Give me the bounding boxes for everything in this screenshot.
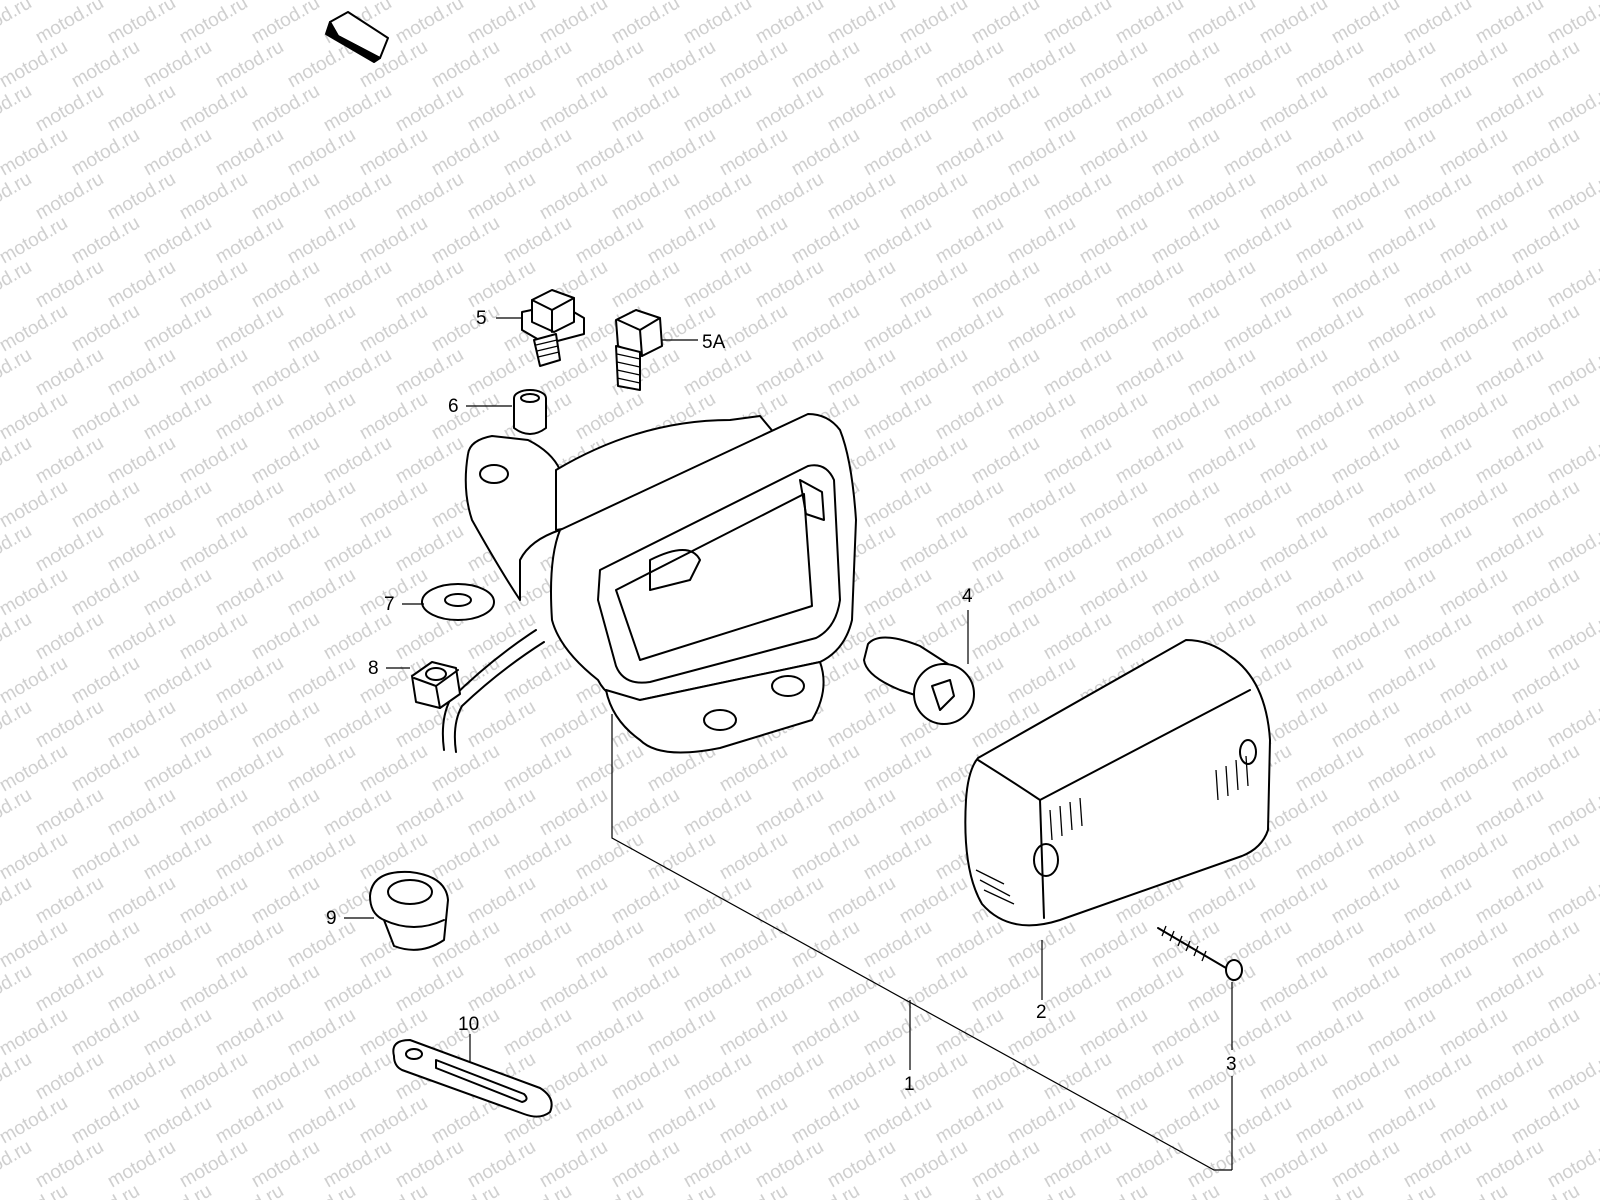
part-clamp-band xyxy=(392,1039,553,1118)
part-hex-bolt xyxy=(615,309,663,391)
callout-3: 3 xyxy=(1226,1054,1237,1075)
callout-2: 2 xyxy=(1036,1002,1047,1023)
part-flange-bolt xyxy=(521,289,585,367)
leader-lines xyxy=(344,317,1233,1171)
fwd-arrow-badge: FWD xyxy=(325,11,389,63)
callout-8: 8 xyxy=(368,658,379,679)
callout-7: 7 xyxy=(384,594,395,615)
callout-1: 1 xyxy=(904,1074,915,1095)
part-lens xyxy=(964,639,1271,927)
callout-10: 10 xyxy=(458,1014,479,1035)
part-collar xyxy=(513,389,547,435)
callout-9: 9 xyxy=(326,908,337,929)
callout-4: 4 xyxy=(962,586,973,607)
part-screw xyxy=(1157,925,1243,981)
callout-5a: 5A xyxy=(702,332,726,353)
part-grommet xyxy=(369,870,449,951)
part-bulb xyxy=(863,636,975,725)
part-washer xyxy=(421,583,495,621)
callout-labels: 5 5A 6 7 8 4 9 10 2 3 1 xyxy=(326,308,1237,1095)
callout-6: 6 xyxy=(448,396,459,417)
part-nut xyxy=(411,661,461,709)
part-lamp-housing xyxy=(441,413,857,754)
callout-5: 5 xyxy=(476,308,487,329)
